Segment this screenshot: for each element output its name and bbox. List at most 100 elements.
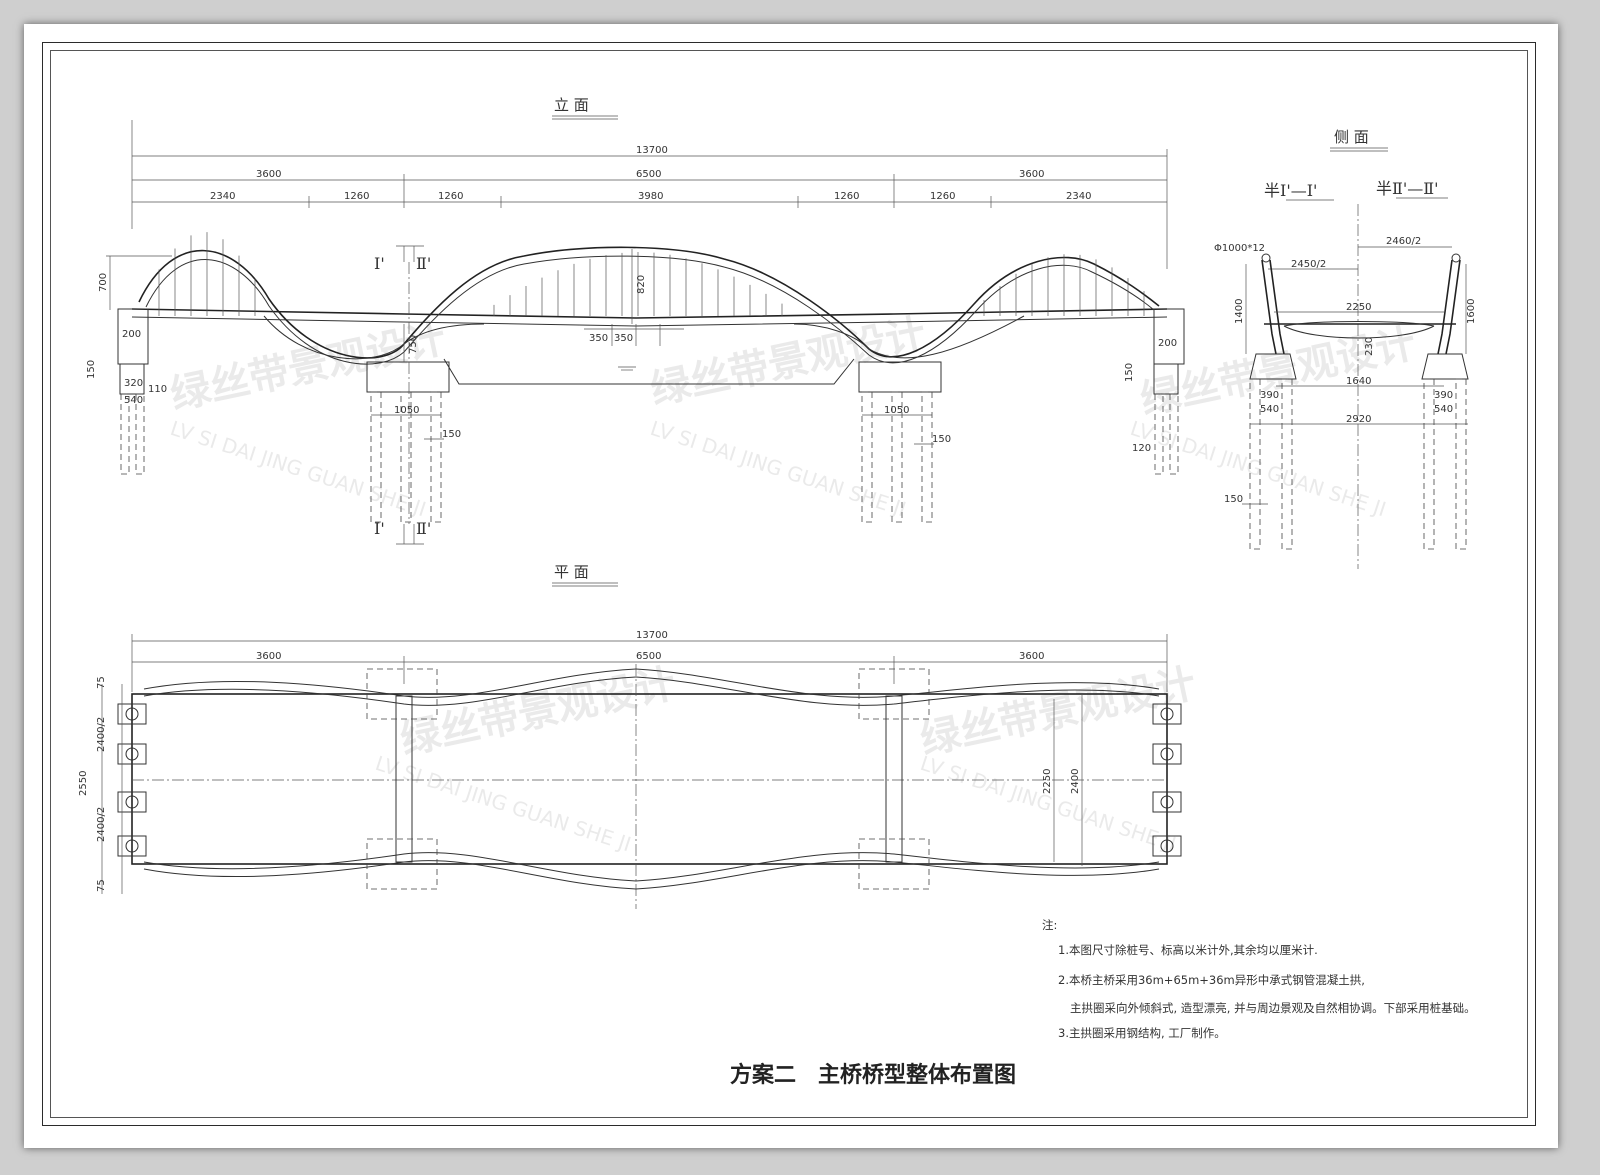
arch-hangers bbox=[158, 232, 1145, 316]
dim-rise-mid: 820 bbox=[636, 275, 647, 294]
watermarks: 绿丝带景观设计 LV SI DAI JING GUAN SHE JI 绿丝带景观… bbox=[167, 311, 1420, 857]
plan-dim-2550: 2550 bbox=[78, 771, 89, 796]
pile-cap bbox=[117, 743, 147, 765]
dim-span: 6500 bbox=[636, 169, 661, 180]
section-mark-top: Ⅱ' bbox=[416, 254, 431, 273]
pile bbox=[1160, 747, 1174, 761]
dim-540: 540 bbox=[1260, 404, 1279, 415]
dim-2920: 2920 bbox=[1346, 414, 1371, 425]
dim-abutment: 150 bbox=[86, 360, 97, 379]
plan-dim-2400: 2400 bbox=[1070, 769, 1081, 794]
dim-sub: 1260 bbox=[834, 191, 859, 202]
plan-dim-span: 3600 bbox=[256, 651, 281, 662]
dim-sub: 1260 bbox=[438, 191, 463, 202]
drawing-sheet: 绿丝带景观设计 LV SI DAI JING GUAN SHE JI 绿丝带景观… bbox=[24, 24, 1558, 1148]
dim-sub: 3980 bbox=[638, 191, 663, 202]
section-mark-top: Ⅰ' bbox=[374, 254, 385, 273]
dim-abutment: 110 bbox=[148, 384, 167, 395]
pile bbox=[125, 747, 139, 761]
dim-total: 13700 bbox=[636, 145, 668, 156]
plan-dim-total: 13700 bbox=[636, 630, 668, 641]
dim-sub: 2340 bbox=[210, 191, 235, 202]
pile bbox=[125, 707, 139, 721]
note-3: 3.主拱圈采用钢结构, 工厂制作。 bbox=[1058, 1026, 1226, 1040]
pile-cap bbox=[117, 791, 147, 813]
elevation-title: 立 面 bbox=[554, 96, 589, 114]
watermark-en: LV SI DAI JING GUAN SHE JI bbox=[1127, 416, 1389, 521]
dim-abutment: 200 bbox=[122, 329, 141, 340]
pile-cap bbox=[1152, 743, 1182, 765]
plan-view: 平 面 13700 3600 6500 3600 bbox=[78, 563, 1182, 909]
notes-label: 注: bbox=[1042, 918, 1057, 932]
pile-cap bbox=[117, 703, 147, 725]
dim-sub: 1260 bbox=[344, 191, 369, 202]
side-view: 侧 面 半Ⅰ'—Ⅰ' 半Ⅱ'—Ⅱ' Φ1000*12 2450/2 2460/2 bbox=[1214, 128, 1477, 569]
dim-390: 390 bbox=[1260, 390, 1279, 401]
dim-pier-offset: 150 bbox=[442, 429, 461, 440]
dim-150: 150 bbox=[1224, 494, 1243, 505]
outer-frame bbox=[42, 42, 1536, 1126]
watermark-en: LV SI DAI JING GUAN SHE JI bbox=[917, 751, 1179, 856]
elevation-view: 立 面 13700 3600 6500 3600 2340 1260 1260 … bbox=[86, 96, 1185, 545]
note-2b: 主拱圈采向外倾斜式, 造型漂亮, 并与周边景观及自然相协调。下部采用桩基础。 bbox=[1070, 1001, 1476, 1015]
plan-dim-75: 75 bbox=[96, 879, 107, 892]
dim-pier-width: 1050 bbox=[884, 405, 909, 416]
half-section-1: 半Ⅰ'—Ⅰ' bbox=[1264, 181, 1317, 200]
dim-pipe: Φ1000*12 bbox=[1214, 243, 1265, 254]
plan-dim-span: 3600 bbox=[1019, 651, 1044, 662]
engineering-drawing: 绿丝带景观设计 LV SI DAI JING GUAN SHE JI 绿丝带景观… bbox=[78, 96, 1477, 1088]
pile-cap bbox=[1152, 703, 1182, 725]
plan-dim-span: 6500 bbox=[636, 651, 661, 662]
dim-half-2450: 2450/2 bbox=[1291, 259, 1326, 270]
dim-1640: 1640 bbox=[1346, 376, 1371, 387]
dim-span: 3600 bbox=[1019, 169, 1044, 180]
note-1: 1.本图尺寸除桩号、标高以米计外,其余均以厘米计. bbox=[1058, 943, 1318, 957]
section-mark-bottom: Ⅰ' bbox=[374, 519, 385, 538]
pile bbox=[125, 795, 139, 809]
dim-pier-width: 1050 bbox=[394, 405, 419, 416]
watermark-cn: 绿丝带景观设计 bbox=[397, 661, 680, 764]
dim-offset: 350 bbox=[589, 333, 608, 344]
main-title: 方案二 主桥桥型整体布置图 bbox=[730, 1062, 1016, 1088]
dim-sub: 2340 bbox=[1066, 191, 1091, 202]
abutment-piles bbox=[117, 703, 1182, 857]
dim-rise-left: 700 bbox=[98, 273, 109, 292]
plan-dim-75: 75 bbox=[96, 676, 107, 689]
dim-abutment: 120 bbox=[1132, 443, 1151, 454]
dim-abutment: 320 bbox=[124, 378, 143, 389]
notes: 注: 1.本图尺寸除桩号、标高以米计外,其余均以厘米计. 2.本桥主桥采用36m… bbox=[1042, 918, 1476, 1040]
plan-dim-half: 2400/2 bbox=[96, 717, 107, 752]
pile bbox=[1160, 707, 1174, 721]
pile bbox=[125, 839, 139, 853]
pile-cap bbox=[1152, 835, 1182, 857]
half-section-2: 半Ⅱ'—Ⅱ' bbox=[1376, 179, 1439, 198]
dim-540: 540 bbox=[1434, 404, 1453, 415]
dim-pier-offset: 150 bbox=[932, 434, 951, 445]
dim-pier-h: 750 bbox=[408, 335, 419, 354]
watermark-en: LV SI DAI JING GUAN SHE JI bbox=[647, 416, 909, 521]
dim-half-2460: 2460/2 bbox=[1386, 236, 1421, 247]
dim-abutment: 540 bbox=[124, 395, 143, 406]
watermark-cn: 绿丝带景观设计 bbox=[167, 316, 450, 419]
dim-abutment: 200 bbox=[1158, 338, 1177, 349]
plan-dim-half: 2400/2 bbox=[96, 807, 107, 842]
dim-offset: 350 bbox=[614, 333, 633, 344]
dim-2250: 2250 bbox=[1346, 302, 1371, 313]
dim-sub: 1260 bbox=[930, 191, 955, 202]
dim-1400: 1400 bbox=[1234, 299, 1245, 324]
plan-dim-2250: 2250 bbox=[1042, 769, 1053, 794]
note-2a: 2.本桥主桥采用36m+65m+36m异形中承式钢管混凝土拱, bbox=[1058, 973, 1365, 987]
dim-230: 230 bbox=[1364, 337, 1375, 356]
pile bbox=[1160, 795, 1174, 809]
pile bbox=[1160, 839, 1174, 853]
side-title: 侧 面 bbox=[1334, 128, 1369, 146]
watermark-en: LV SI DAI JING GUAN SHE JI bbox=[167, 416, 429, 521]
dim-1600: 1600 bbox=[1466, 299, 1477, 324]
plan-title: 平 面 bbox=[554, 563, 589, 581]
section-mark-bottom: Ⅱ' bbox=[416, 519, 431, 538]
pile-cap bbox=[1152, 791, 1182, 813]
watermark-cn: 绿丝带景观设计 bbox=[917, 661, 1200, 764]
dim-390: 390 bbox=[1434, 390, 1453, 401]
dim-span: 3600 bbox=[256, 169, 281, 180]
pile-cap bbox=[117, 835, 147, 857]
